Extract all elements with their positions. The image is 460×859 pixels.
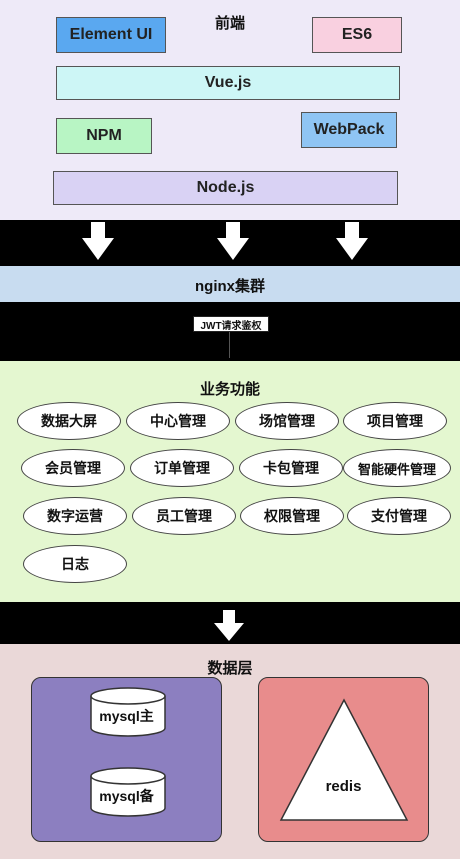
feature-pill: 场馆管理 bbox=[235, 402, 339, 440]
feature-pill: 数据大屏 bbox=[17, 402, 121, 440]
down-arrow-icon bbox=[82, 222, 114, 260]
vuejs-box: Vue.js bbox=[56, 66, 400, 100]
feature-pill: 智能硬件管理 bbox=[343, 449, 451, 487]
es6-box: ES6 bbox=[312, 17, 402, 53]
database-icon bbox=[90, 767, 166, 817]
nginx-label: nginx集群 bbox=[195, 278, 265, 295]
feature-pill: 卡包管理 bbox=[239, 449, 343, 487]
element-ui-box: Element UI bbox=[56, 17, 166, 53]
feature-pill: 订单管理 bbox=[130, 449, 234, 487]
nginx-cluster-band: nginx集群 bbox=[0, 266, 460, 302]
business-section: 业务功能 数据大屏 中心管理 场馆管理 项目管理 会员管理 订单管理 卡包管理 … bbox=[0, 361, 460, 602]
feature-pill: 数字运营 bbox=[23, 497, 127, 535]
down-arrow-icon bbox=[214, 610, 244, 641]
data-layer-section: 数据层 mysql主 mysql备 redis bbox=[0, 644, 460, 859]
database-icon bbox=[90, 687, 166, 737]
jwt-auth-label: JWT请求鉴权 bbox=[193, 316, 269, 332]
redis-label: redis bbox=[325, 778, 362, 795]
triangle-icon bbox=[279, 698, 409, 821]
mysql-panel: mysql主 mysql备 bbox=[31, 677, 222, 842]
feature-pill: 权限管理 bbox=[240, 497, 344, 535]
feature-pill: 日志 bbox=[23, 545, 127, 583]
feature-pill: 支付管理 bbox=[347, 497, 451, 535]
feature-pill: 员工管理 bbox=[132, 497, 236, 535]
feature-pill: 会员管理 bbox=[21, 449, 125, 487]
nodejs-box: Node.js bbox=[53, 171, 398, 205]
business-title: 业务功能 bbox=[199, 381, 260, 398]
frontend-title: 前端 bbox=[214, 15, 245, 32]
redis-panel: redis bbox=[258, 677, 429, 842]
mysql-primary-label: mysql主 bbox=[99, 708, 154, 724]
feature-pill: 中心管理 bbox=[126, 402, 230, 440]
jwt-connector bbox=[229, 332, 230, 358]
down-arrow-icon bbox=[336, 222, 368, 260]
webpack-box: WebPack bbox=[301, 112, 397, 148]
npm-box: NPM bbox=[56, 118, 152, 154]
feature-pill: 项目管理 bbox=[343, 402, 447, 440]
frontend-section: 前端 Element UI ES6 Vue.js NPM WebPack Nod… bbox=[0, 0, 460, 220]
mysql-backup-label: mysql备 bbox=[99, 788, 154, 804]
down-arrow-icon bbox=[217, 222, 249, 260]
data-layer-title: 数据层 bbox=[207, 660, 253, 677]
